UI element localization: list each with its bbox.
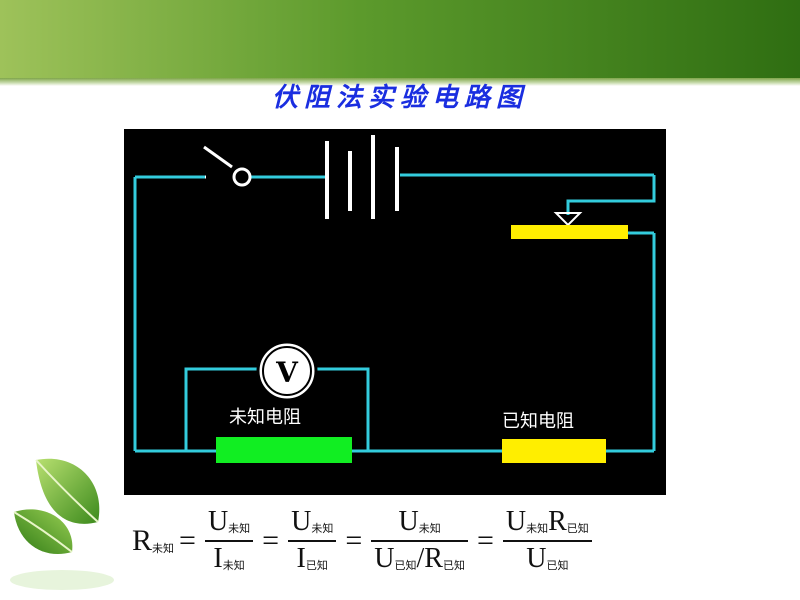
resistance-formula: R未知 = U未知 I未知 = U未知 I已知 = U未知 U已知/R已知 = … xyxy=(132,500,596,582)
known-resistor-label: 已知电阻 xyxy=(502,411,574,432)
fraction-3: U未知 U已知/R已知 xyxy=(371,506,468,575)
circuit-diagram: V 未知电阻 已知电阻 xyxy=(124,129,666,495)
switch xyxy=(203,145,252,187)
circuit-svg: V xyxy=(133,135,656,463)
wire-slider-drop xyxy=(566,175,656,215)
leaf-decoration-icon xyxy=(10,458,114,590)
equals-sign: = xyxy=(345,524,363,557)
slide-title: 伏阻法实验电路图 xyxy=(271,83,528,113)
fraction-2: U未知 I已知 xyxy=(288,506,337,575)
voltmeter: V xyxy=(256,340,318,402)
wire-voltmeter-loop xyxy=(184,367,370,451)
rheostat xyxy=(511,225,628,239)
known-resistor xyxy=(502,439,606,463)
header-banner xyxy=(0,0,800,78)
battery xyxy=(325,135,399,219)
switch-lever xyxy=(203,145,233,169)
fraction-1: U未知 I未知 xyxy=(204,506,254,575)
equals-sign: = xyxy=(179,524,196,557)
switch-contact xyxy=(232,167,252,187)
header-banner-shadow xyxy=(0,78,800,86)
voltmeter-symbol: V xyxy=(275,356,299,389)
formula-lhs: R未知 xyxy=(132,524,175,557)
equals-sign: = xyxy=(262,524,280,557)
unknown-resistor-label: 未知电阻 xyxy=(229,407,301,428)
rheostat-slider xyxy=(553,212,583,227)
equals-sign: = xyxy=(476,524,494,557)
fraction-4: U未知R已知 U已知 xyxy=(502,506,592,575)
unknown-resistor xyxy=(216,437,352,463)
